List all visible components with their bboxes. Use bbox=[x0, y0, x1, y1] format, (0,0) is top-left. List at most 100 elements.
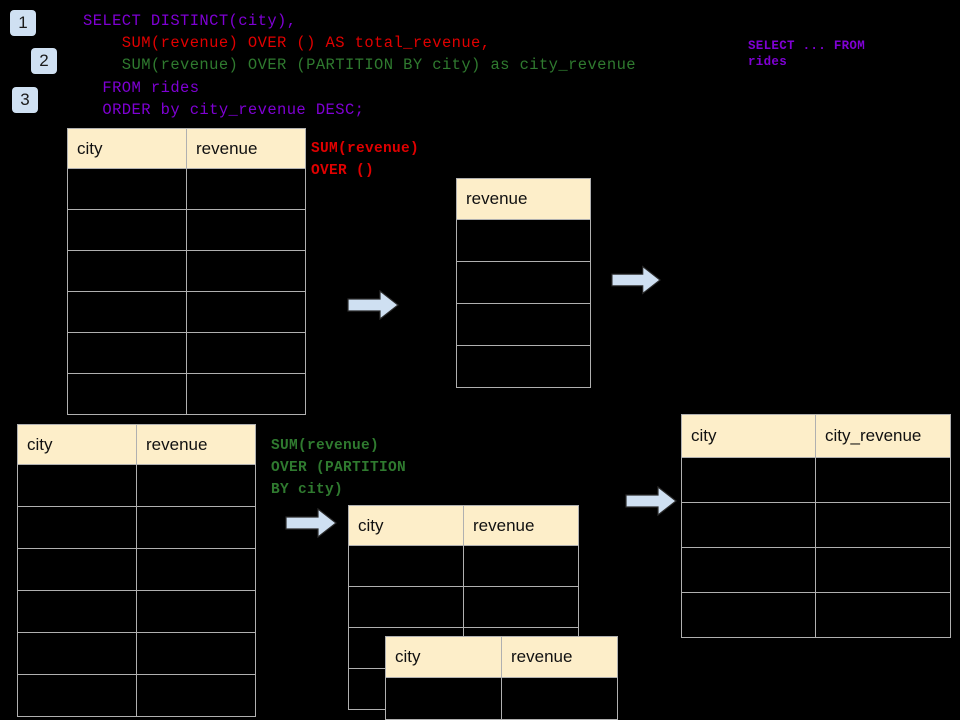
table-row bbox=[681, 502, 951, 548]
cell-revenue bbox=[186, 168, 306, 210]
table-row bbox=[385, 677, 618, 720]
table-result: city city_revenue bbox=[681, 414, 951, 638]
cell-revenue bbox=[456, 219, 591, 262]
table-row bbox=[456, 303, 591, 346]
cell-revenue bbox=[136, 674, 256, 717]
column-header-revenue: revenue bbox=[463, 505, 579, 546]
column-header-city: city bbox=[385, 636, 502, 678]
sql-line-select-distinct: SELECT DISTINCT(city), bbox=[83, 12, 297, 30]
table-row bbox=[17, 548, 256, 591]
cell-revenue bbox=[186, 373, 306, 415]
table-header-row: city revenue bbox=[17, 424, 256, 465]
cell-revenue bbox=[186, 209, 306, 251]
cell-city bbox=[681, 592, 816, 638]
table-partition-group-b: city revenue bbox=[385, 636, 618, 720]
cell-city bbox=[67, 373, 187, 415]
cell-revenue bbox=[136, 548, 256, 591]
sql-line-city-revenue: SUM(revenue) OVER (PARTITION BY city) as… bbox=[83, 56, 636, 74]
sql-line-order-by: ORDER by city_revenue DESC; bbox=[83, 101, 365, 119]
table-row bbox=[456, 261, 591, 304]
arrow-rides-to-partition bbox=[285, 508, 337, 538]
table-row bbox=[17, 506, 256, 549]
table-header-row: city city_revenue bbox=[681, 414, 951, 458]
column-header-revenue: revenue bbox=[186, 128, 306, 169]
column-header-revenue: revenue bbox=[136, 424, 256, 465]
cell-city bbox=[67, 168, 187, 210]
cell-revenue bbox=[136, 590, 256, 633]
table-row bbox=[67, 291, 306, 333]
cell-revenue bbox=[463, 545, 579, 587]
cell-city bbox=[348, 586, 464, 628]
cell-revenue bbox=[136, 464, 256, 507]
cell-city bbox=[681, 502, 816, 548]
cell-city bbox=[67, 209, 187, 251]
table-rides-bottom: city revenue bbox=[17, 424, 256, 717]
column-header-city: city bbox=[17, 424, 137, 465]
cell-revenue bbox=[456, 303, 591, 346]
cell-city bbox=[681, 547, 816, 593]
column-header-city: city bbox=[348, 505, 464, 546]
cell-city bbox=[17, 548, 137, 591]
step-badge-2: 2 bbox=[31, 48, 57, 74]
cell-city bbox=[17, 632, 137, 675]
step-badge-3: 3 bbox=[12, 87, 38, 113]
cell-city bbox=[17, 506, 137, 549]
cell-revenue bbox=[456, 261, 591, 304]
table-row bbox=[456, 219, 591, 262]
table-row bbox=[67, 209, 306, 251]
annotation-total-window: SUM(revenue) OVER () bbox=[311, 141, 420, 179]
table-row bbox=[17, 464, 256, 507]
column-header-city: city bbox=[681, 414, 816, 458]
arrow-rides-to-revenue bbox=[347, 290, 399, 320]
column-header-city: city bbox=[67, 128, 187, 169]
column-header-revenue: revenue bbox=[501, 636, 618, 678]
cell-revenue bbox=[186, 332, 306, 374]
cell-revenue bbox=[136, 506, 256, 549]
cell-city-revenue bbox=[815, 457, 951, 503]
step-badge-1: 1 bbox=[10, 10, 36, 36]
column-header-revenue: revenue bbox=[456, 178, 591, 220]
table-header-row: city revenue bbox=[385, 636, 618, 678]
arrow-revenue-to-result bbox=[611, 265, 661, 295]
table-header-row: city revenue bbox=[348, 505, 579, 546]
sql-line-total-revenue: SUM(revenue) OVER () AS total_revenue, bbox=[83, 34, 491, 52]
arrow-partition-to-result bbox=[625, 486, 677, 516]
cell-revenue bbox=[186, 291, 306, 333]
annotation-partition-window: SUM(revenue) OVER (PARTITION BY city) bbox=[271, 438, 407, 498]
table-header-row: city revenue bbox=[67, 128, 306, 169]
cell-city bbox=[17, 464, 137, 507]
note-select-from-rides: SELECT ... FROM rides bbox=[748, 39, 866, 69]
table-row bbox=[681, 592, 951, 638]
cell-city bbox=[17, 590, 137, 633]
cell-revenue bbox=[463, 586, 579, 628]
cell-revenue bbox=[456, 345, 591, 388]
cell-city-revenue bbox=[815, 502, 951, 548]
cell-city bbox=[67, 291, 187, 333]
cell-revenue bbox=[136, 632, 256, 675]
table-row bbox=[681, 457, 951, 503]
cell-city bbox=[681, 457, 816, 503]
cell-city-revenue bbox=[815, 592, 951, 638]
table-row bbox=[17, 632, 256, 675]
cell-city bbox=[67, 250, 187, 292]
table-row bbox=[17, 674, 256, 717]
sql-line-from: FROM rides bbox=[83, 79, 200, 97]
cell-revenue bbox=[501, 677, 618, 720]
table-header-row: revenue bbox=[456, 178, 591, 220]
cell-revenue bbox=[186, 250, 306, 292]
table-row bbox=[67, 250, 306, 292]
table-row bbox=[456, 345, 591, 388]
column-header-city-revenue: city_revenue bbox=[815, 414, 951, 458]
table-row bbox=[67, 373, 306, 415]
cell-city-revenue bbox=[815, 547, 951, 593]
table-row bbox=[348, 586, 579, 628]
cell-city bbox=[385, 677, 502, 720]
table-revenue-only: revenue bbox=[456, 178, 591, 388]
table-row bbox=[17, 590, 256, 633]
table-row bbox=[681, 547, 951, 593]
cell-city bbox=[348, 545, 464, 587]
cell-city bbox=[67, 332, 187, 374]
table-row bbox=[348, 545, 579, 587]
table-rides-top: city revenue bbox=[67, 128, 306, 415]
